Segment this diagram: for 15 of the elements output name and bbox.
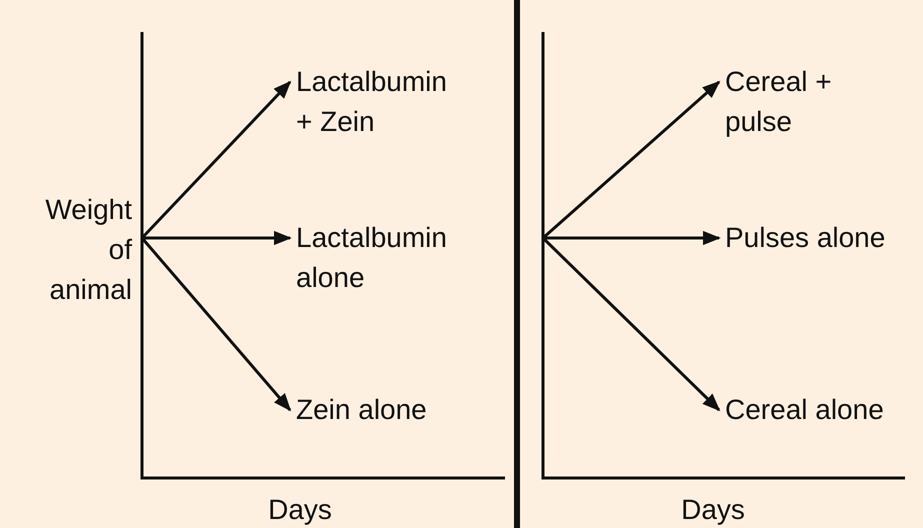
arrow [142, 230, 292, 246]
result-label: Lactalbumin + Zein [296, 62, 471, 142]
y-axis-label: Weight of animal [44, 193, 132, 307]
arrow [543, 230, 721, 246]
result-label: Pulses alone [725, 218, 920, 258]
result-label: Zein alone [296, 390, 471, 430]
x-axis-label: Days [680, 493, 746, 527]
arrow [140, 237, 292, 412]
arrow [140, 80, 292, 240]
result-label: Lactalbumin alone [296, 218, 471, 298]
x-axis-label: Days [267, 493, 333, 527]
arrow [542, 80, 720, 240]
result-label: Cereal alone [725, 390, 920, 430]
result-label: Cereal + pulse [725, 62, 855, 142]
arrow [542, 236, 720, 412]
